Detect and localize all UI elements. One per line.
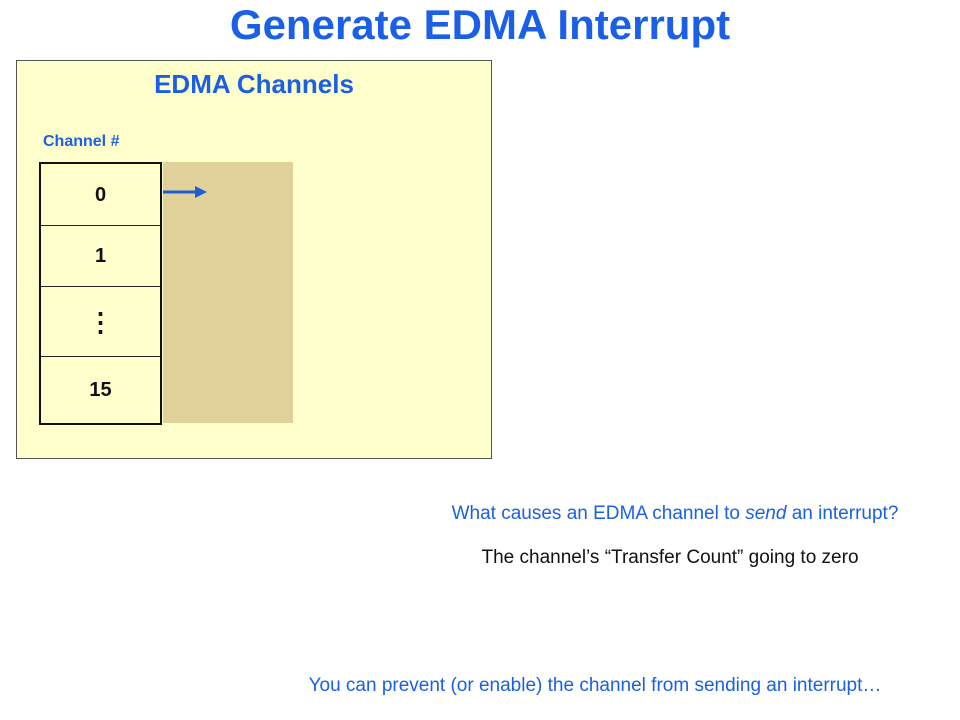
channel-0-arrow-icon	[163, 186, 207, 198]
slide-title: Generate EDMA Interrupt	[229, 1, 731, 48]
question-suffix: an interrupt?	[786, 503, 899, 524]
answer-text: The channel’s “Transfer Count” going to …	[481, 547, 859, 568]
channel-cell-15: 15	[89, 379, 112, 401]
channel-cell-1: 1	[41, 226, 160, 287]
question-text: What causes an EDMA channel to send an i…	[390, 500, 960, 528]
channel-cell-ellipsis: ⋮	[41, 287, 160, 357]
panel-title: EDMA Channels	[154, 69, 354, 99]
question-prefix: What causes an EDMA channel to	[451, 503, 746, 524]
channel-table: 0 1 ⋮ 15	[39, 162, 162, 425]
note-text: You can prevent (or enable) the channel …	[308, 675, 882, 696]
channel-number-label: Channel #	[43, 133, 120, 150]
question-emphasis: send	[745, 503, 787, 524]
channel-cell-0: 0	[41, 164, 160, 226]
channel-interrupt-block	[163, 162, 293, 423]
edma-channels-panel: EDMA Channels Channel # 0 1 ⋮ 15	[16, 60, 492, 459]
